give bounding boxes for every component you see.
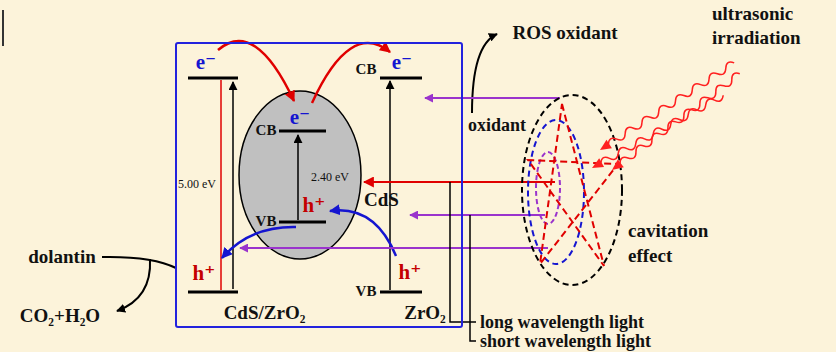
electron-transfer-arrow: [312, 43, 390, 103]
gap-marker: [220, 80, 222, 290]
excitation-arrow: [389, 81, 391, 290]
wave-line: [599, 92, 725, 166]
band-label: VB: [256, 213, 277, 230]
text-slot: CB: [356, 61, 377, 78]
energy-value: 5.00 eV: [178, 178, 216, 192]
text-slot: ROS oxidant: [512, 22, 617, 44]
text-slot: VB: [256, 213, 277, 230]
excitation-arrow: [297, 135, 299, 220]
light-arrow: [425, 97, 560, 99]
light-arrow: [240, 247, 548, 249]
text-slot: h⁺: [399, 260, 422, 284]
process-label: cavitation effect: [628, 218, 733, 268]
reaction-arrow: [117, 259, 150, 311]
leader-bracket: [450, 182, 476, 322]
leader-bracket: [470, 215, 476, 341]
wave-head: [597, 140, 612, 154]
valence-band: [188, 291, 238, 294]
wave-head: [609, 159, 624, 174]
text-slot: CB: [256, 122, 277, 139]
text-slot: e⁻: [196, 50, 216, 74]
composite-box: CdS CdS/ZrO₂: [175, 42, 463, 328]
text-slot: e⁻: [392, 50, 412, 74]
text-slot: CO₂+H₂O: [20, 305, 100, 327]
band-label: VB: [356, 283, 377, 300]
light-arrow: [364, 181, 555, 183]
reaction-line: [102, 257, 176, 268]
particle-name: CdS: [364, 189, 399, 211]
valence-band: [279, 221, 326, 224]
text-slot: long wavelength light: [480, 312, 644, 333]
text-slot: dolantin: [28, 246, 96, 268]
text-slot: oxidant: [468, 115, 526, 136]
cavitation-star: [528, 104, 618, 266]
valence-band: [380, 291, 422, 294]
band-label: CB: [256, 122, 277, 139]
text-slot: ultrasonic irradiation: [712, 2, 832, 50]
text-slot: 5.00 eV: [178, 178, 216, 192]
product-label: CO₂+H₂O: [20, 305, 100, 327]
process-label: ultrasonic irradiation: [712, 2, 832, 50]
light-label: long wavelength light: [480, 312, 644, 333]
wave-line: [606, 60, 736, 148]
text-slot: 2.40 eV: [311, 171, 349, 185]
light-label: short wavelength light: [480, 331, 651, 352]
hole-symbol: h⁺: [193, 261, 216, 285]
cavitation-bubble: [536, 152, 560, 224]
text-slot: CdS: [364, 189, 399, 211]
text-slot: cavitation effect: [628, 218, 733, 268]
particle-ellipse: [239, 91, 361, 259]
ultrasonic-wave: [597, 59, 737, 155]
conduction-band: [188, 77, 238, 80]
energy-value: 2.40 eV: [311, 171, 349, 185]
hole-symbol: h⁺: [303, 193, 326, 217]
ultrasonic-wave: [590, 91, 726, 172]
band-label: CB: [356, 61, 377, 78]
reactant-label: dolantin: [28, 246, 96, 268]
text-slot: ZrO₂: [404, 302, 446, 324]
ultrasonic-wave: [609, 70, 743, 174]
text-slot: e⁻: [290, 105, 310, 129]
electron-symbol: e⁻: [392, 50, 412, 74]
hole-symbol: h⁺: [399, 260, 422, 284]
text-slot: h⁺: [193, 261, 216, 285]
text-slot: short wavelength light: [480, 331, 651, 352]
conduction-band: [279, 130, 326, 133]
text-slot: CdS/ZrO₂: [224, 302, 306, 324]
edge-mark: [2, 10, 4, 46]
reactant-label: oxidant: [468, 115, 526, 136]
cavitation-bubble: [522, 95, 622, 285]
text-slot: VB: [356, 283, 377, 300]
conduction-band: [380, 77, 422, 80]
electron-transfer-arrow: [218, 41, 294, 101]
product-label: ROS oxidant: [512, 22, 617, 44]
excitation-arrow: [232, 82, 234, 289]
wave-line: [618, 71, 742, 167]
light-arrow: [410, 214, 545, 216]
electron-symbol: e⁻: [196, 50, 216, 74]
composite-name: CdS/ZrO₂: [224, 302, 306, 324]
text-slot: h⁺: [303, 193, 326, 217]
reaction-arrow: [472, 34, 497, 113]
material-label: ZrO₂: [404, 302, 446, 324]
electron-symbol: e⁻: [290, 105, 310, 129]
